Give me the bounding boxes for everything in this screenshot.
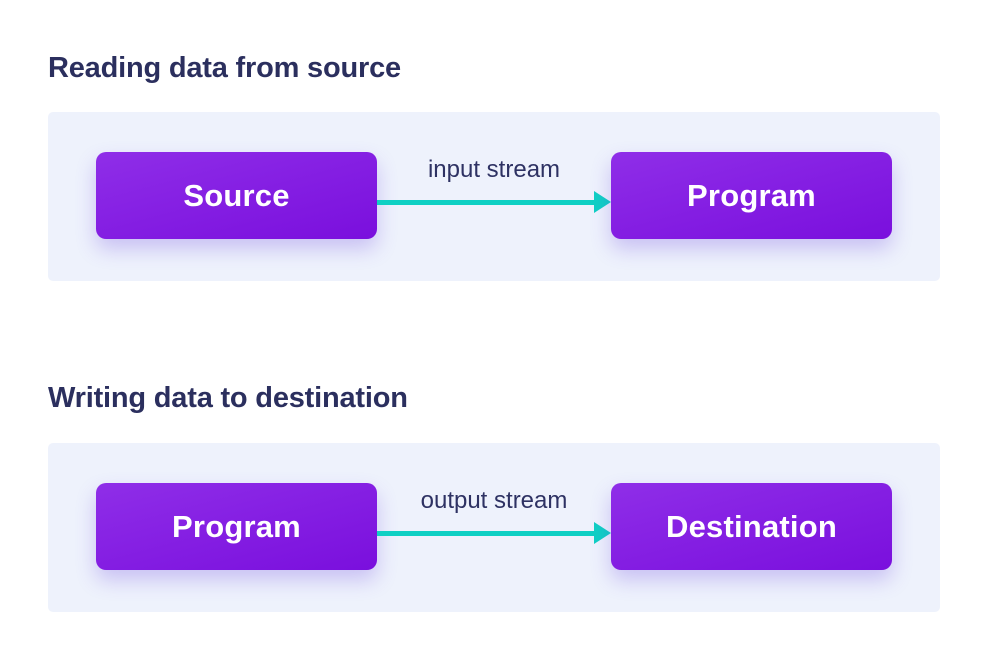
arrow-shaft — [377, 199, 594, 205]
arrow-head-icon — [594, 191, 611, 213]
arrow-shaft — [377, 530, 594, 536]
arrow-head-icon — [594, 522, 611, 544]
arrow-right-icon — [377, 191, 611, 213]
node-program-reading: Program — [611, 152, 892, 239]
arrow-right-icon — [377, 522, 611, 544]
output-stream-arrow: output stream — [377, 487, 611, 544]
section-heading-reading: Reading data from source — [48, 52, 401, 84]
node-source: Source — [96, 152, 377, 239]
arrow-label-output-stream: output stream — [420, 487, 568, 514]
panel-reading: Source input stream Program — [48, 112, 940, 281]
section-heading-writing: Writing data to destination — [48, 382, 408, 414]
node-program-writing: Program — [96, 483, 377, 570]
node-destination: Destination — [611, 483, 892, 570]
arrow-label-input-stream: input stream — [427, 156, 561, 183]
panel-writing: Program output stream Destination — [48, 443, 940, 612]
input-stream-arrow: input stream — [377, 156, 611, 213]
